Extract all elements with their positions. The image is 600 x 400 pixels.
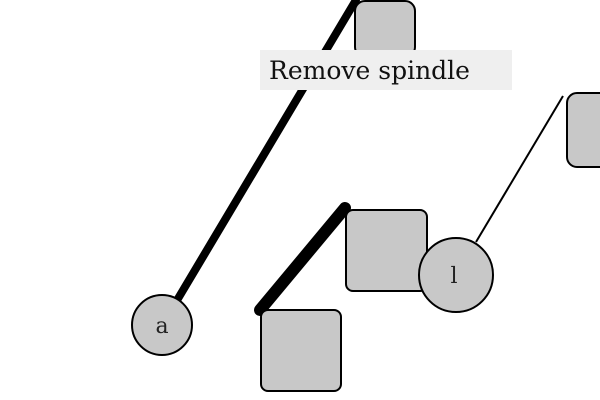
edge-a-top [172,0,360,306]
node-block-middle[interactable] [345,209,428,292]
node-l-label: l [450,264,457,289]
node-block-top[interactable] [354,0,416,58]
node-a[interactable] [131,294,193,356]
node-block-bottom[interactable] [260,309,342,392]
node-a-label: a [155,314,168,339]
tooltip-label: Remove spindle [269,55,470,85]
edge-bottom-middle [254,202,351,316]
remove-spindle-tooltip[interactable]: Remove spindle [260,50,512,90]
node-l[interactable] [418,237,494,313]
node-block-right[interactable] [566,92,600,168]
edge-l-right [475,95,564,243]
